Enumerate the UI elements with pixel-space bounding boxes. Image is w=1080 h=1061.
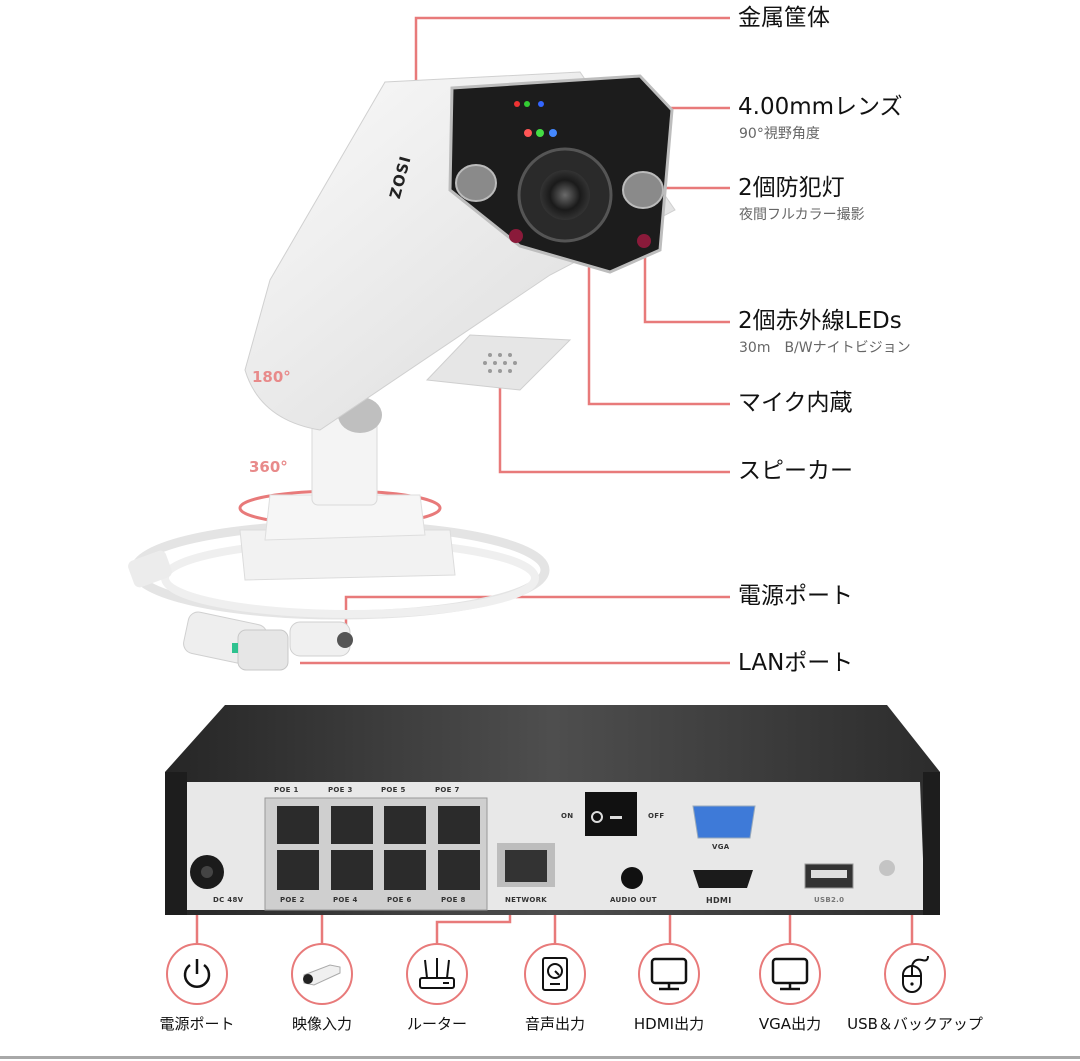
power-port-circle (166, 943, 228, 1005)
poe1-label: POE 1 (274, 786, 299, 794)
switch-on-label: ON (561, 812, 574, 820)
bottom-label-usb-backup: USB＆バックアップ (847, 1015, 983, 1033)
hard-drive-icon (542, 957, 568, 991)
poe5-label: POE 5 (381, 786, 406, 794)
bottom-label-hdmi-output: HDMI出力 (633, 1015, 705, 1033)
callout-lan-port: LANポート (738, 650, 854, 676)
camera-icon (303, 964, 341, 986)
poe7-label: POE 7 (435, 786, 460, 794)
hdmi-label: HDMI (706, 896, 732, 905)
callout-spotlights: 2個防犯灯 (738, 175, 845, 201)
bottom-label-router: ルーター (406, 1015, 467, 1033)
audio-out-label: AUDIO OUT (610, 896, 657, 904)
pan-angle-label: 360° (249, 458, 288, 476)
nvr-recorder (165, 705, 940, 915)
network-label: NETWORK (505, 896, 548, 904)
video-input-circle (291, 943, 353, 1005)
hdmi-output-circle (638, 943, 700, 1005)
dc-label: DC 48V (213, 896, 244, 904)
poe2-label: POE 2 (280, 896, 305, 904)
callout-power-port: 電源ポート (738, 583, 853, 609)
callout-lens-sub: 90°視野角度 (739, 126, 820, 142)
bottom-label-audio-output: 音声出力 (524, 1015, 585, 1033)
router-icon (419, 958, 455, 989)
bottom-label-power: 電源ポート (159, 1015, 235, 1033)
callout-microphone: マイク内蔵 (738, 390, 853, 416)
monitor-icon (771, 957, 809, 991)
callout-lens: 4.00mmレンズ (738, 94, 903, 120)
audio-output-circle (524, 943, 586, 1005)
vga-output-circle (759, 943, 821, 1005)
usb-backup-circle (884, 943, 946, 1005)
callout-ir-leds-sub: 30m B/Wナイトビジョン (739, 340, 911, 356)
poe3-label: POE 3 (328, 786, 353, 794)
callout-spotlights-sub: 夜間フルカラー撮影 (739, 207, 865, 223)
usb-label: USB2.0 (814, 896, 845, 904)
mouse-icon (902, 955, 929, 993)
bottom-divider (0, 1056, 1080, 1059)
callout-ir-leds: 2個赤外線LEDs (738, 308, 902, 334)
poe6-label: POE 6 (387, 896, 412, 904)
bottom-label-vga-output: VGA出力 (758, 1015, 822, 1033)
tilt-angle-label: 180° (252, 368, 291, 386)
power-icon (183, 959, 211, 988)
router-circle (406, 943, 468, 1005)
poe4-label: POE 4 (333, 896, 358, 904)
poe8-label: POE 8 (441, 896, 466, 904)
bullet-camera-illustration (128, 71, 676, 671)
vga-label: VGA (712, 843, 730, 851)
callout-metal-housing: 金属筐体 (738, 5, 830, 31)
callout-speaker: スピーカー (738, 458, 853, 484)
switch-off-label: OFF (648, 812, 665, 820)
bottom-label-video-input: 映像入力 (291, 1015, 352, 1033)
monitor-icon (650, 957, 688, 991)
